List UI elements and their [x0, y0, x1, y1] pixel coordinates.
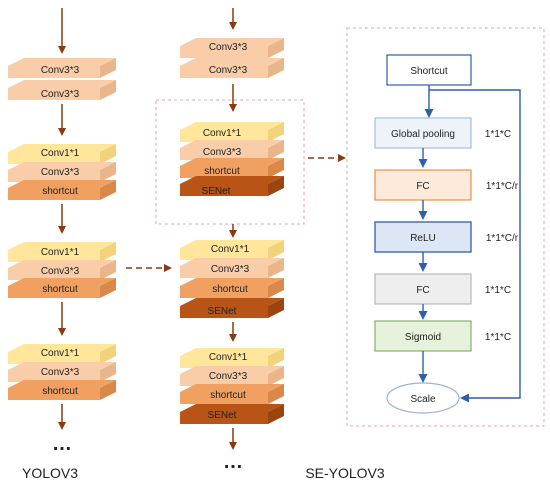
layer-label: Conv3*3 — [211, 264, 250, 275]
fc1-node — [374, 169, 472, 201]
se-residual-block-3: Conv1*1 Conv3*3 shortcut SENet — [180, 348, 284, 424]
dim-label: 1*1*C — [485, 285, 511, 296]
se-panel-dashed-border — [346, 27, 545, 427]
dim-label: 1*1*C — [485, 332, 511, 343]
se-block-panel: Shortcut Global pooling 1*1*C FC 1*1*C/r… — [346, 27, 545, 427]
layer-label: Conv3*3 — [41, 266, 80, 277]
se-residual-block-2: Conv1*1 Conv3*3 shortcut SENet — [180, 240, 284, 318]
layer-label: Conv1*1 — [203, 128, 242, 139]
scale-label: Scale — [410, 394, 435, 405]
layer-label: SENet — [208, 306, 237, 317]
layer-label: Conv3*3 — [41, 367, 80, 378]
layer-label: shortcut — [204, 166, 240, 177]
layer-label: shortcut — [212, 284, 248, 295]
layer-label: shortcut — [42, 186, 78, 197]
layer-label: Conv3*3 — [203, 147, 242, 158]
dim-label: 1*1*C — [485, 129, 511, 140]
layer-label: Conv3*3 — [209, 65, 248, 76]
shortcut-bypass-arrow — [429, 89, 521, 403]
relu-label: ReLU — [410, 233, 436, 244]
dim-label: 1*1*C/r — [486, 181, 519, 192]
layer-label: Conv1*1 — [209, 352, 248, 363]
scale-node — [386, 382, 460, 414]
layer-label: SENet — [202, 186, 231, 197]
highlight-dashed-box — [155, 99, 305, 225]
fc1-label: FC — [416, 181, 429, 192]
layer-label: Conv3*3 — [209, 42, 248, 53]
se-yolov3-column: Conv3*3 Conv3*3 Conv1*1 Conv3*3 shortcut — [155, 8, 385, 481]
fc2-node — [374, 273, 472, 305]
yolov3-column: Conv3*3 Conv3*3 Conv1*1 Conv3*3 shortcut — [8, 8, 116, 481]
residual-block-1: Conv1*1 Conv3*3 shortcut — [8, 144, 116, 200]
dim-label: 1*1*C/r — [486, 233, 519, 244]
ellipsis: … — [52, 433, 72, 455]
se-yolov3-caption: SE-YOLOV3 — [305, 465, 385, 481]
shortcut-node-label: Shortcut — [410, 66, 447, 77]
shortcut-node — [386, 54, 472, 86]
layer-label: SENet — [208, 410, 237, 421]
layer-stack-1: Conv3*3 Conv3*3 — [8, 58, 116, 100]
layer-label: Conv1*1 — [41, 348, 80, 359]
layer-label: Conv3*3 — [209, 371, 248, 382]
sigmoid-node — [374, 320, 472, 352]
layer-label: shortcut — [42, 386, 78, 397]
layer-label: Conv3*3 — [41, 89, 80, 100]
global-pooling-node — [374, 117, 472, 149]
residual-block-2: Conv1*1 Conv3*3 shortcut — [8, 242, 116, 298]
yolov3-caption: YOLOV3 — [22, 465, 78, 481]
ellipsis: … — [223, 451, 243, 473]
layer-label: Conv1*1 — [211, 244, 250, 255]
layer-stack-top: Conv3*3 Conv3*3 — [180, 38, 284, 78]
layer-label: Conv1*1 — [41, 148, 80, 159]
residual-block-3: Conv1*1 Conv3*3 shortcut — [8, 344, 116, 400]
global-pooling-label: Global pooling — [391, 129, 455, 140]
relu-node — [374, 221, 472, 253]
fc2-label: FC — [416, 285, 429, 296]
layer-label: shortcut — [42, 284, 78, 295]
layer-label: Conv1*1 — [41, 247, 80, 258]
layer-label: Conv3*3 — [41, 65, 80, 76]
sigmoid-label: Sigmoid — [405, 332, 441, 343]
se-residual-block-1: Conv1*1 Conv3*3 shortcut SENet — [180, 122, 284, 197]
layer-label: shortcut — [210, 390, 246, 401]
layer-label: Conv3*3 — [41, 167, 80, 178]
